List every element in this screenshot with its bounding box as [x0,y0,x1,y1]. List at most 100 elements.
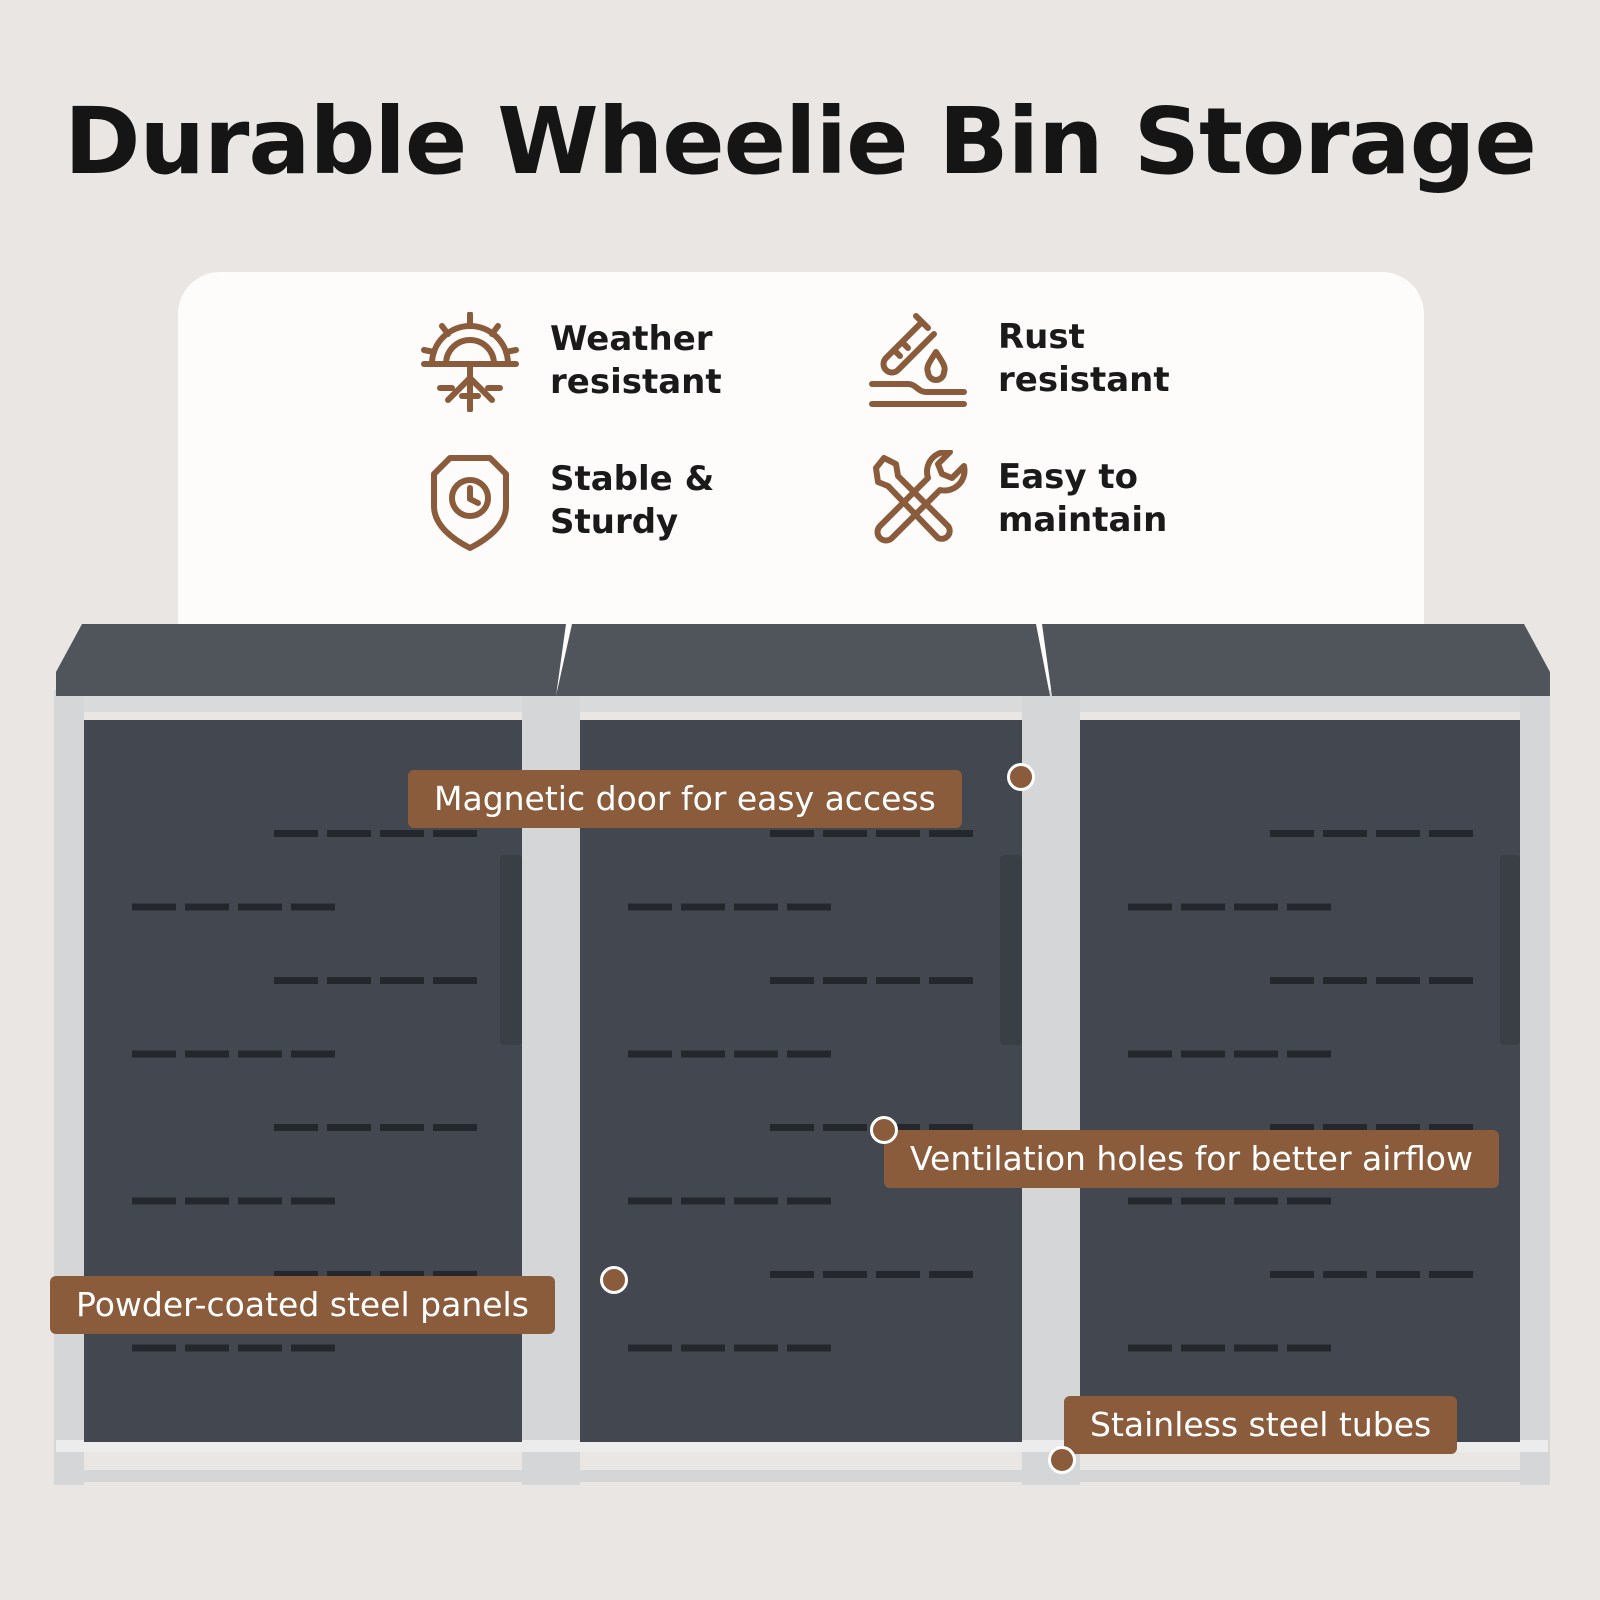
vent-slot [327,1124,371,1131]
vent-slot [876,830,920,837]
vent-slot [238,1050,282,1058]
vent-slot [1181,1050,1225,1058]
ventilation-holes [132,830,1473,1352]
shield-clock-icon [431,455,509,551]
bottom-rail [56,1470,1548,1482]
vent-slot [1429,977,1473,984]
vent-slot [1323,1271,1367,1278]
vent-slot [380,830,424,837]
callout-magnetic-door: Magnetic door for easy access [408,770,962,828]
door-panel-middle[interactable] [580,720,1022,1442]
frame-post [1022,690,1080,1485]
vent-slot [238,1344,282,1352]
vent-slot [1128,1344,1172,1352]
wrench-screwdriver-icon [873,450,968,544]
page-title: Durable Wheelie Bin Storage [64,88,1537,195]
vent-slot [274,1271,318,1278]
vent-slot [1270,1124,1314,1131]
door-handle[interactable] [1000,855,1022,1045]
vent-slot [274,977,318,984]
vent-slot [1234,1050,1278,1058]
vent-slot [929,1124,973,1131]
vent-slot [132,1197,176,1205]
vent-slot [185,903,229,911]
vent-slot [380,977,424,984]
lid-right[interactable] [1042,624,1550,696]
feature-label: Weather resistant [550,319,722,402]
features-card: Weather resistant Rust resistant Stable … [178,272,1424,692]
vent-slot [734,1050,778,1058]
vent-slot [681,1344,725,1352]
vent-slot [876,1271,920,1278]
vent-slot [823,1124,867,1131]
vent-slot [787,1050,831,1058]
vent-slot [770,830,814,837]
test-tube-drop-icon [869,313,967,407]
vent-slot [433,1124,477,1131]
vent-slot [327,1271,371,1278]
vent-slot [1429,1271,1473,1278]
vent-slot [823,977,867,984]
vent-slot [380,1124,424,1131]
lid-left[interactable] [56,624,566,696]
vent-slot [185,1050,229,1058]
vent-slot [734,903,778,911]
vent-slot [1323,977,1367,984]
vent-slot [876,977,920,984]
vent-slot [681,903,725,911]
vent-slot [628,1050,672,1058]
vent-slot [681,1050,725,1058]
vent-slot [433,1271,477,1278]
vent-slot [681,1197,725,1205]
vent-slot [1376,977,1420,984]
snowflake-sun-icon [421,312,519,412]
vent-slot [291,1050,335,1058]
vent-slot [291,1344,335,1352]
vent-slot [1181,1197,1225,1205]
door-handle[interactable] [500,855,522,1045]
vent-slot [1270,1271,1314,1278]
vent-slot [1287,1344,1331,1352]
vent-slot [1128,1197,1172,1205]
vent-slot [1128,1050,1172,1058]
vent-slot [433,977,477,984]
vent-slot [132,1344,176,1352]
vent-slot [1376,1271,1420,1278]
vent-slot [1270,830,1314,837]
vent-slot [1234,1197,1278,1205]
vent-slot [787,1344,831,1352]
vent-slot [1234,1344,1278,1352]
vent-slot [380,1271,424,1278]
feature-label: Stable & Sturdy [550,459,715,542]
vent-slot [327,977,371,984]
callout-marker [600,1266,628,1294]
vent-slot [823,1271,867,1278]
vent-slot [132,1050,176,1058]
feature-label: Easy to maintain [998,457,1168,540]
vent-slot [770,1124,814,1131]
vent-slot [1323,830,1367,837]
vent-slot [1323,1124,1367,1131]
vent-slot [876,1124,920,1131]
vent-slot [628,1344,672,1352]
vent-slot [1181,1344,1225,1352]
feature-label: Rust resistant [998,317,1170,400]
vent-slot [327,830,371,837]
vent-slot [734,1197,778,1205]
vent-slot [1376,830,1420,837]
callout-powder-coated: Powder-coated steel panels [50,1276,555,1334]
vent-slot [132,903,176,911]
vent-slot [1234,903,1278,911]
vent-slot [185,1344,229,1352]
vent-slot [787,903,831,911]
door-panel-right[interactable] [1080,720,1520,1442]
vent-slot [770,977,814,984]
vent-slot [238,1197,282,1205]
lid-middle[interactable] [556,624,1050,696]
door-handle[interactable] [1500,855,1520,1045]
vent-slot [274,830,318,837]
vent-slot [628,903,672,911]
vent-slot [628,1197,672,1205]
vent-slot [1429,830,1473,837]
